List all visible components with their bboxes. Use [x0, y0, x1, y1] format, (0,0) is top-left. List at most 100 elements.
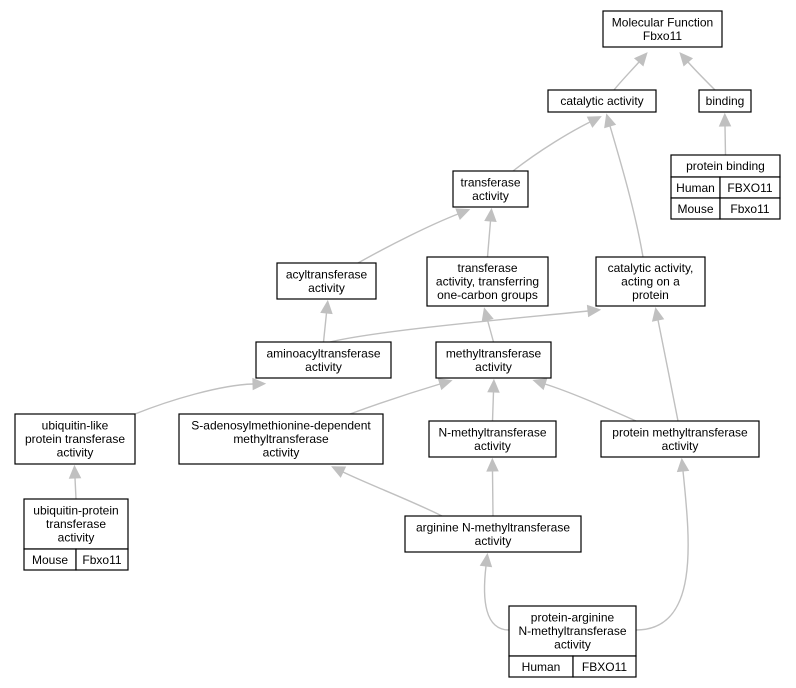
node-n-methyltransferase-label-line: activity — [474, 439, 511, 453]
edge-protein-methyltransferase-to-catalytic-on-protein — [657, 319, 679, 422]
node-transferase-one-carbon-frame — [426, 256, 549, 307]
node-sam-methyltransferase[interactable]: S-adenosylmethionine-dependentmethyltran… — [178, 413, 384, 465]
node-transferase-activity-frame — [452, 170, 529, 208]
edge-protein-methyltransferase-to-methyltransferase-activity-arrowhead — [532, 378, 548, 391]
edge-transferase-one-carbon-to-transferase-activity-arrowhead — [484, 207, 497, 223]
node-binding[interactable]: binding — [698, 89, 752, 113]
gene-label: FBXO11 — [582, 660, 627, 674]
edge-protein-binding-to-binding-arrowhead — [718, 112, 732, 127]
gene-label: Fbxo11 — [730, 202, 769, 216]
node-arginine-n-methyltransferase-label-line: activity — [475, 534, 512, 548]
node-ubiquitin-like-transferase-label-line: protein transferase — [25, 432, 125, 446]
gene-label: FBXO11 — [727, 181, 772, 195]
edge-aminoacyltransferase-activity-to-acyltransferase-activity-arrowhead — [320, 299, 333, 315]
node-n-methyltransferase-label-line: N-methyltransferase — [438, 425, 546, 439]
node-ubiquitin-protein-transferase-label-line: activity — [58, 531, 95, 545]
node-protein-arginine-n-methyltransferase[interactable]: protein-arginineN-methyltransferaseactiv… — [508, 605, 637, 678]
edge-binding-to-molecular-function-arrowhead — [679, 52, 694, 67]
node-ubiquitin-protein-transferase[interactable]: ubiquitin-proteintransferaseactivityMous… — [23, 498, 129, 571]
node-ubiquitin-protein-transferase-label-line: transferase — [46, 517, 106, 531]
node-transferase-one-carbon-label-line: activity, transferring — [436, 275, 539, 289]
edge-transferase-one-carbon-to-transferase-activity — [486, 220, 492, 258]
edge-ubiquitin-like-transferase-to-aminoacyltransferase-activity-arrowhead — [252, 377, 267, 391]
node-binding-frame — [698, 89, 752, 113]
edge-ubiquitin-like-transferase-to-aminoacyltransferase-activity — [134, 383, 254, 415]
node-aminoacyltransferase-activity-label-line: activity — [305, 360, 342, 374]
gene-cell — [719, 197, 781, 220]
edge-catalytic-activity-to-molecular-function-arrowhead — [633, 52, 648, 67]
edge-sam-methyltransferase-to-methyltransferase-activity — [349, 383, 441, 415]
node-arginine-n-methyltransferase-label-line: arginine N-methyltransferase — [416, 520, 570, 534]
node-protein-arginine-n-methyltransferase-frame — [508, 605, 637, 657]
node-catalytic-on-protein-label-line: catalytic activity, — [608, 261, 694, 275]
node-protein-arginine-n-methyltransferase-label-line: activity — [554, 638, 591, 652]
edge-catalytic-on-protein-to-catalytic-activity — [609, 125, 644, 258]
node-transferase-one-carbon-label-line: one-carbon groups — [437, 288, 538, 302]
node-acyltransferase-activity-label-line: activity — [308, 281, 345, 295]
edge-protein-arginine-n-methyltransferase-to-protein-methyltransferase — [635, 470, 689, 631]
gene-cell — [572, 655, 637, 678]
node-binding-label-line: binding — [706, 94, 745, 108]
node-arginine-n-methyltransferase-frame — [404, 515, 582, 553]
node-aminoacyltransferase-activity-label-line: aminoacyltransferase — [266, 346, 380, 360]
gene-label: Fbxo11 — [82, 553, 121, 567]
node-protein-arginine-n-methyltransferase-label-line: protein-arginine — [531, 611, 615, 625]
species-label: Mouse — [32, 553, 68, 567]
edge-binding-to-molecular-function — [687, 61, 716, 91]
edge-aminoacyltransferase-activity-to-catalytic-on-protein-arrowhead — [586, 304, 602, 318]
edge-protein-arginine-n-methyltransferase-to-arginine-n-methyltransferase — [483, 565, 510, 631]
annotation-row-human: Human FBXO11 — [508, 655, 637, 678]
node-transferase-activity-label-line: activity — [472, 189, 509, 203]
node-n-methyltransferase-frame — [428, 420, 557, 458]
species-label: Mouse — [677, 202, 713, 216]
edge-arginine-n-methyltransferase-to-sam-methyltransferase-arrowhead — [331, 466, 347, 478]
edge-n-methyltransferase-to-methyltransferase-activity — [491, 391, 495, 422]
edge-aminoacyltransferase-activity-to-catalytic-on-protein — [329, 310, 589, 343]
node-methyltransferase-activity-label-line: methyltransferase — [446, 346, 542, 360]
node-catalytic-on-protein-label-line: acting on a — [621, 275, 680, 289]
node-molecular-function-label-line: Molecular Function — [612, 15, 713, 29]
edge-sam-methyltransferase-to-methyltransferase-activity-arrowhead — [437, 378, 453, 391]
edge-aminoacyltransferase-activity-to-acyltransferase-activity — [322, 312, 328, 343]
edge-n-methyltransferase-to-methyltransferase-activity-arrowhead — [487, 378, 500, 393]
node-molecular-function-label-line: Fbxo11 — [643, 29, 682, 43]
edge-arginine-n-methyltransferase-to-sam-methyltransferase — [342, 471, 443, 517]
node-methyltransferase-activity-frame — [435, 341, 552, 379]
node-acyltransferase-activity-label-line: acyltransferase — [286, 267, 368, 281]
node-protein-methyltransferase-frame — [600, 420, 760, 458]
edge-protein-methyltransferase-to-catalytic-on-protein-arrowhead — [651, 307, 665, 322]
edge-protein-arginine-n-methyltransferase-to-arginine-n-methyltransferase-arrowhead — [479, 552, 493, 568]
edge-acyltransferase-activity-to-transferase-activity — [357, 213, 459, 264]
edge-catalytic-activity-to-molecular-function — [613, 61, 640, 91]
species-label: Human — [522, 660, 561, 674]
edge-acyltransferase-activity-to-transferase-activity-arrowhead — [455, 208, 471, 221]
edge-protein-binding-to-binding — [724, 125, 727, 156]
node-ubiquitin-like-transferase-label-line: activity — [57, 446, 94, 460]
gene-cell — [75, 548, 129, 571]
node-ubiquitin-protein-transferase-label-line: ubiquitin-protein — [33, 504, 118, 518]
edge-catalytic-on-protein-to-catalytic-activity-arrowhead — [604, 113, 617, 129]
node-sam-methyltransferase-frame — [178, 413, 384, 465]
edge-methyltransferase-activity-to-transferase-one-carbon-arrowhead — [481, 307, 494, 323]
node-catalytic-activity-frame — [547, 89, 657, 113]
node-catalytic-on-protein-frame — [595, 256, 706, 307]
node-catalytic-activity[interactable]: catalytic activity — [547, 89, 657, 113]
edge-methyltransferase-activity-to-transferase-one-carbon — [486, 319, 495, 343]
node-acyltransferase-activity-frame — [276, 262, 377, 300]
node-protein-methyltransferase-label-line: activity — [662, 439, 699, 453]
node-sam-methyltransferase-label-line: activity — [263, 446, 300, 460]
edge-protein-methyltransferase-to-methyltransferase-activity — [544, 383, 637, 422]
